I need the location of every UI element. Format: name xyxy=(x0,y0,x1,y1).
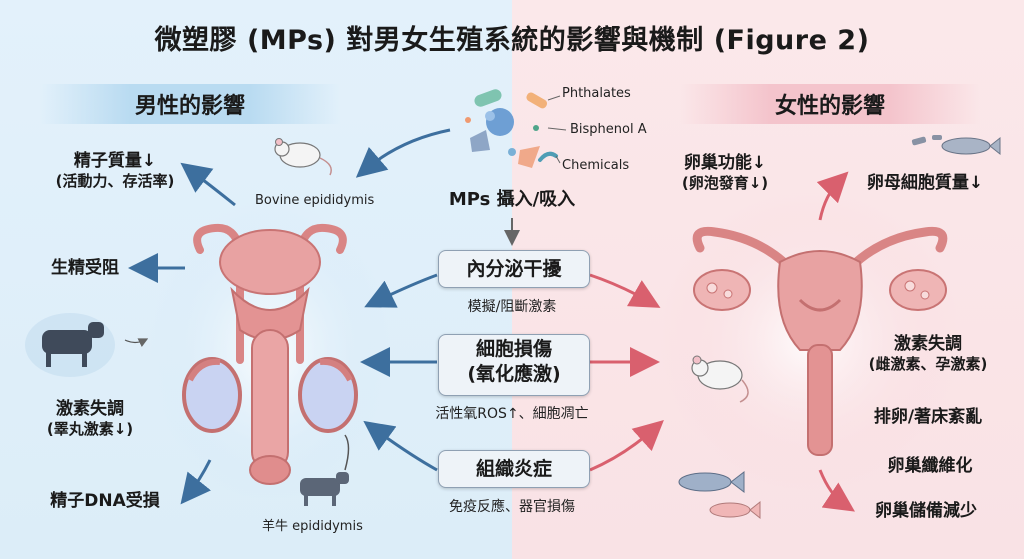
chemical-label-bpa: Bisphenol A xyxy=(570,122,647,137)
chemical-label-chemicals: Chemicals xyxy=(562,158,630,173)
page-title: 微塑膠 (MPs) 對男女生殖系統的影響與機制 (Figure 2) xyxy=(154,25,870,56)
female-effect-hormone-sub: (雌激素、孕激素) xyxy=(868,355,988,374)
mouse-illustration-male xyxy=(274,138,332,176)
female-effect-ovary-function-sub: (卵泡發育↓) xyxy=(681,174,769,193)
male-header: 男性的影響 xyxy=(134,94,245,119)
fish-illustration-top xyxy=(911,135,1001,156)
male-effect-dna: 精子DNA受損 xyxy=(50,491,160,511)
female-effect-ovary-function-main: 卵巢功能↓ xyxy=(683,153,767,173)
cow-illustration-bottom xyxy=(300,472,349,506)
male-arrows xyxy=(128,128,451,505)
female-header: 女性的影響 xyxy=(774,94,885,119)
male-effect-sperm-quality-main: 精子質量↓ xyxy=(73,151,157,171)
male-effect-sperm-quality-sub: (活動力、存活率) xyxy=(55,172,175,191)
mechanism-cell-line2: (氧化應激) xyxy=(467,362,561,385)
mechanism-cell-box: 細胞損傷 (氧化應激) xyxy=(438,334,590,396)
arrow-endocrine-male xyxy=(364,273,438,308)
arrow-to-mouse xyxy=(355,128,451,178)
arrow-to-oocyte xyxy=(816,171,849,221)
cow-label: 羊牛 epididymis xyxy=(262,519,363,534)
female-arrows xyxy=(589,171,855,512)
female-effect-ovary-function: 卵巢功能↓ (卵泡發育↓) xyxy=(660,152,790,194)
mechanism-inflammation-desc: 免疫反應、器官損傷 xyxy=(449,499,575,515)
male-reproductive-illustration xyxy=(182,223,358,485)
mechanism-cell-line1: 細胞損傷 xyxy=(475,338,552,360)
mechanism-endocrine-desc: 模擬/阻斷激素 xyxy=(467,299,557,315)
male-effect-hormone-sub: (睪丸激素↓) xyxy=(46,420,134,439)
female-effect-hormone: 激素失調 (雌激素、孕激素) xyxy=(848,333,1008,375)
male-header-band xyxy=(40,84,340,124)
mouse-illustration-female xyxy=(691,355,749,403)
mechanism-cell-desc: 活性氧ROS↑、細胞凋亡 xyxy=(435,406,589,422)
female-effect-hormone-main: 激素失調 xyxy=(894,334,962,354)
intake-label: MPs 攝入/吸入 xyxy=(448,189,576,210)
arrow-endocrine-female xyxy=(589,273,661,308)
microplastic-particles xyxy=(465,89,567,168)
female-effect-fibrosis: 卵巢纖維化 xyxy=(887,456,973,476)
mechanism-inflammation-box: 組織炎症 xyxy=(438,450,590,488)
mouse-label: Bovine epididymis xyxy=(255,193,375,208)
male-effect-hormone: 激素失調 (睪丸激素↓) xyxy=(20,398,160,440)
male-effect-hormone-main: 激素失調 xyxy=(56,399,124,419)
female-effect-ovulation: 排卵/著床紊亂 xyxy=(873,407,983,427)
arrow-to-dna xyxy=(180,459,212,505)
female-effect-oocyte: 卵母細胞質量↓ xyxy=(866,173,984,193)
arrow-to-reserve xyxy=(818,469,855,512)
arrow-to-sperm-quality xyxy=(180,162,236,207)
arrow-inflammation-male xyxy=(363,420,438,472)
arrow-inflammation-female xyxy=(589,419,664,472)
male-effect-spermatogenesis: 生精受阻 xyxy=(51,258,119,278)
male-effect-sperm-quality: 精子質量↓ (活動力、存活率) xyxy=(10,150,220,192)
arrow-cow-small xyxy=(344,434,350,471)
mechanism-endocrine-box: 內分泌干擾 xyxy=(438,250,590,288)
female-effect-reserve: 卵巢儲備減少 xyxy=(875,501,977,521)
chemical-label-phthalates: Phthalates xyxy=(562,86,631,101)
female-reproductive-illustration xyxy=(692,226,948,456)
female-header-band xyxy=(680,84,980,124)
fish-illustration-bottom xyxy=(678,470,761,520)
cow-illustration-left xyxy=(25,313,149,377)
